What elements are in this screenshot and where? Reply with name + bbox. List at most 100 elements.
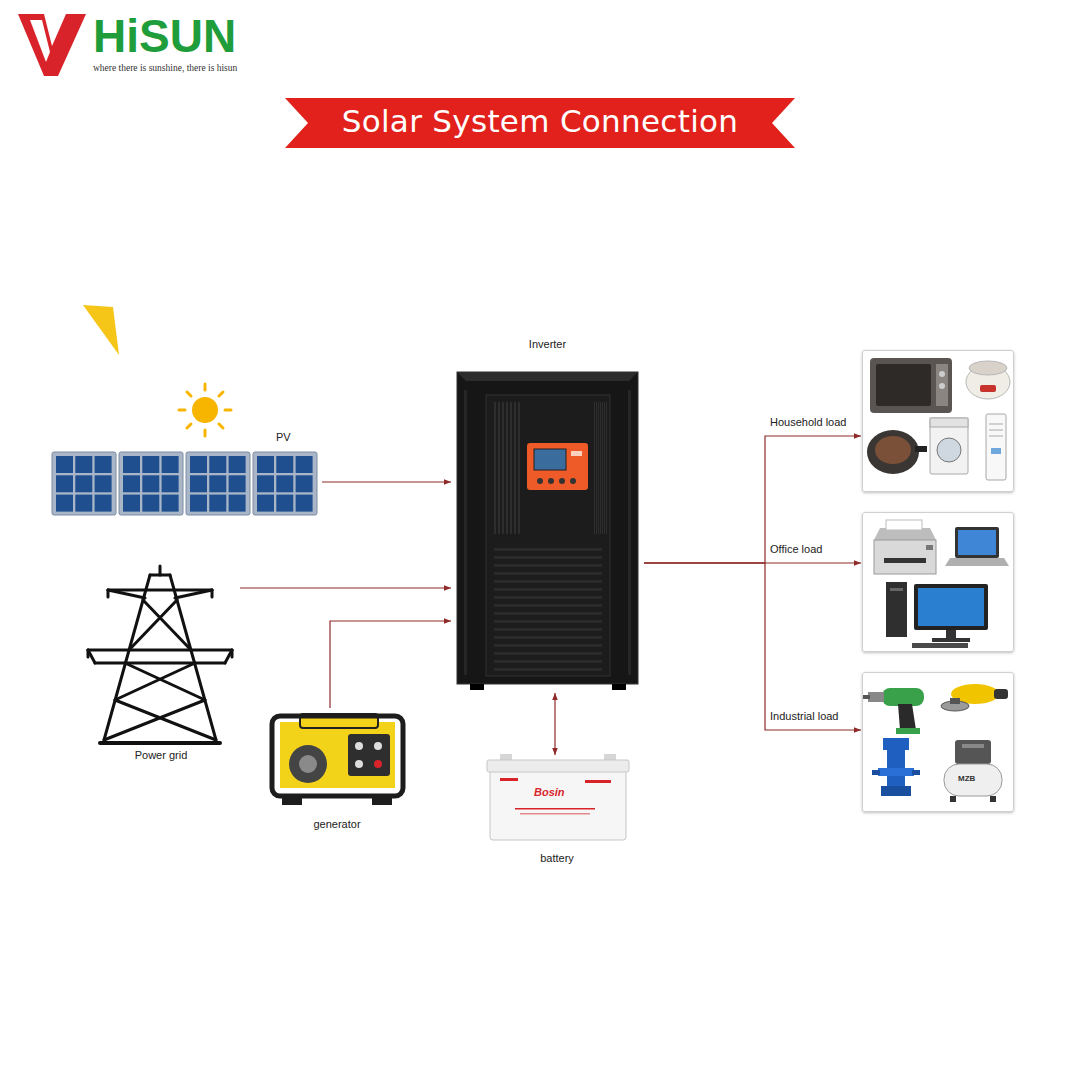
household-appliances (989, 436, 1003, 437)
inverter-cabinet (506, 402, 508, 534)
household-appliances (991, 448, 1001, 454)
solar-panels (209, 475, 226, 492)
industrial-tools (951, 684, 999, 704)
inverter-cabinet (494, 572, 602, 575)
industrial-tools (862, 695, 870, 699)
node-caption: PV (276, 430, 291, 444)
generator-figure (299, 755, 317, 773)
power-tower (231, 650, 234, 657)
office-equipment (884, 558, 926, 563)
inverter-cabinet (498, 402, 500, 534)
household-appliances (875, 436, 911, 464)
generator-figure (282, 796, 302, 805)
solar-panels (56, 456, 73, 473)
industrial-tools (872, 770, 880, 775)
solar-panels (186, 452, 250, 515)
office-equipment (890, 588, 903, 591)
connector-arrow (644, 563, 861, 730)
sun-icon (179, 384, 231, 436)
battery-figure (487, 754, 629, 840)
inverter-cabinet (486, 395, 610, 676)
inverter-cabinet (534, 449, 566, 470)
generator-figure (372, 796, 392, 805)
battery-figure (520, 813, 590, 815)
office-equipment (958, 530, 996, 555)
inverter-cabinet (494, 644, 602, 647)
title-ribbon (285, 98, 795, 148)
inverter-cabinet (494, 668, 602, 671)
brand-name: HiSUN (93, 10, 236, 62)
office-equipment (914, 584, 988, 630)
inverter-cabinet (464, 390, 467, 675)
power-tower (108, 590, 145, 598)
household-appliances (867, 430, 919, 474)
inverter-cabinet (548, 478, 554, 484)
office-equipment (926, 545, 933, 550)
solar-panels (257, 475, 274, 492)
inverter-cabinet (494, 548, 602, 551)
industrial-tools (994, 689, 1008, 699)
power-tower (115, 700, 216, 740)
household-appliances (989, 430, 1003, 431)
solar-panels (162, 475, 179, 492)
office-equipment (945, 558, 1009, 566)
node-caption: generator (262, 817, 412, 831)
industrial-tools (912, 770, 920, 775)
inverter-cabinet (494, 636, 602, 639)
industrial-tools (950, 796, 956, 802)
solar-panels (52, 452, 317, 515)
industrial-tools (878, 768, 914, 776)
inverter-cabinet (494, 604, 602, 607)
inverter-cabinet (527, 443, 588, 490)
generator-figure (355, 742, 363, 750)
solar-panels (75, 456, 92, 473)
inverter-cabinet (457, 372, 638, 684)
power-tower (104, 700, 205, 740)
office-equipment (932, 638, 970, 642)
solar-panels (190, 495, 207, 512)
office-equipment (874, 540, 936, 574)
node-caption: Industrial load (770, 709, 839, 723)
solar-panels (75, 475, 92, 492)
inverter-cabinet (602, 402, 603, 534)
inverter-cabinet (494, 402, 496, 534)
solar-panels (296, 475, 313, 492)
compressor-brand: MZB (958, 774, 975, 784)
power-grid: Power grid (82, 568, 240, 768)
solar-panels (253, 452, 317, 515)
power-tower (95, 662, 225, 665)
solar-panels (257, 456, 274, 473)
household-appliances (939, 371, 945, 377)
inverter-cabinet (518, 402, 520, 534)
logo-mark (18, 14, 86, 76)
inverter-cabinet (494, 660, 602, 663)
inverter-cabinet (457, 372, 638, 381)
battery: battery (482, 755, 632, 870)
inverter-cabinet (494, 620, 602, 623)
office-equipment (955, 527, 999, 558)
load-box: Office load (862, 512, 1014, 652)
solar-panels (123, 495, 140, 512)
solar-panels (257, 495, 274, 512)
generator-figure (289, 745, 327, 783)
household-appliances (915, 446, 927, 452)
solar-panels (162, 495, 179, 512)
household-appliances (867, 358, 1010, 480)
solar-panels (276, 475, 293, 492)
solar-panels (296, 456, 313, 473)
inverter-cabinet (537, 478, 543, 484)
power-tower (175, 590, 212, 598)
solar-panels (229, 456, 246, 473)
light-ray (83, 305, 119, 355)
solar-panels (190, 475, 207, 492)
solar-panels (95, 495, 112, 512)
inverter-cabinet (494, 652, 602, 655)
power-tower (88, 650, 95, 663)
sun-icon (204, 384, 207, 390)
power-tower (107, 590, 110, 597)
generator-figure (280, 722, 395, 788)
battery-figure (585, 780, 611, 783)
